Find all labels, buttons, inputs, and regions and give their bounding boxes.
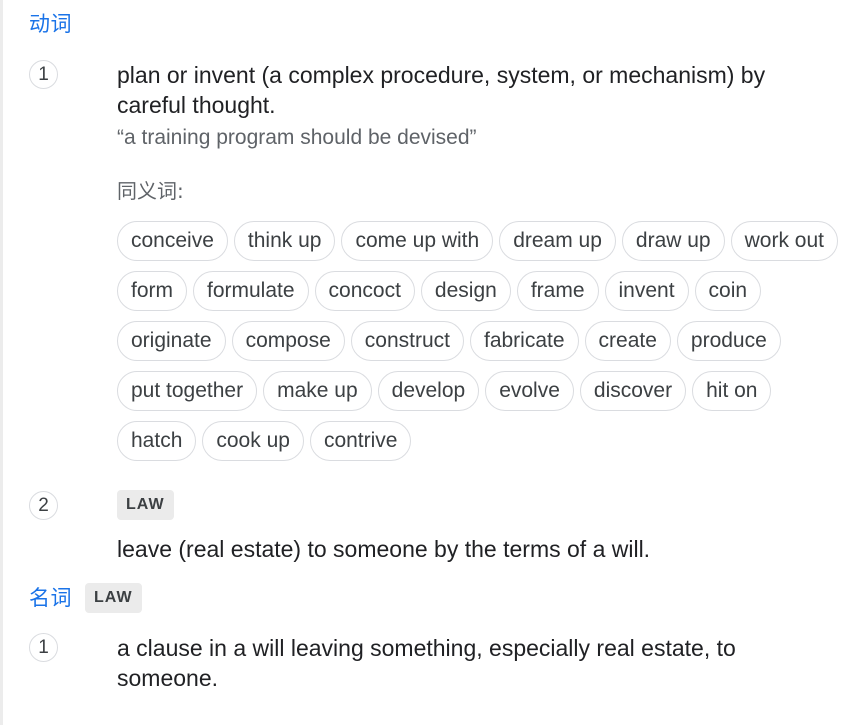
synonym-row-3: originate compose construct fabricate cr… xyxy=(117,321,787,361)
example-sentence: “a training program should be devised” xyxy=(117,126,477,149)
verb-heading: 动词 xyxy=(29,10,72,38)
law-badge-label: LAW xyxy=(117,490,174,520)
synonym-chip[interactable]: conceive xyxy=(117,221,228,261)
synonym-chip[interactable]: hatch xyxy=(117,421,197,461)
synonym-chip[interactable]: form xyxy=(117,271,187,311)
synonym-chip[interactable]: frame xyxy=(516,271,599,311)
synonym-chip[interactable]: contrive xyxy=(309,421,412,461)
noun-pos-label: 名词 xyxy=(29,586,72,610)
synonym-chip[interactable]: fabricate xyxy=(469,321,579,361)
synonym-chip[interactable]: invent xyxy=(604,271,689,311)
definition-verb-1: plan or invent (a complex procedure, sys… xyxy=(117,62,766,118)
synonym-chip[interactable]: come up with xyxy=(341,221,494,261)
synonym-chip[interactable]: formulate xyxy=(193,271,309,311)
synonym-chip[interactable]: create xyxy=(584,321,671,361)
synonym-chip[interactable]: put together xyxy=(117,371,258,411)
synonym-chip[interactable]: discover xyxy=(579,371,687,411)
synonym-row-4: put together make up develop evolve disc… xyxy=(117,371,777,411)
synonym-chip[interactable]: construct xyxy=(350,321,464,361)
left-border xyxy=(0,0,3,725)
synonym-chip[interactable]: cook up xyxy=(202,421,304,461)
synonym-chip[interactable]: design xyxy=(420,271,511,311)
sense-number-verb-2: 2 xyxy=(29,491,58,520)
synonym-chip[interactable]: produce xyxy=(676,321,781,361)
sense-number-verb-1: 1 xyxy=(29,60,58,89)
synonym-chip[interactable]: work out xyxy=(730,221,838,261)
synonym-row-5: hatch cook up contrive xyxy=(117,421,417,461)
law-badge: LAW xyxy=(117,490,174,520)
sense-number-noun-1: 1 xyxy=(29,633,58,662)
synonym-chip[interactable]: develop xyxy=(377,371,480,411)
synonym-chip[interactable]: make up xyxy=(263,371,372,411)
synonym-chip[interactable]: draw up xyxy=(621,221,725,261)
synonym-row-1: conceive think up come up with dream up … xyxy=(117,221,844,261)
definition-verb-2: leave (real estate) to someone by the te… xyxy=(117,536,651,562)
synonym-chip[interactable]: dream up xyxy=(499,221,616,261)
synonym-chip[interactable]: concoct xyxy=(314,271,415,311)
synonym-chip[interactable]: coin xyxy=(694,271,762,311)
synonym-row-2: form formulate concoct design frame inve… xyxy=(117,271,767,311)
synonyms-label: 同义词: xyxy=(117,179,184,203)
synonym-chip[interactable]: think up xyxy=(233,221,336,261)
synonym-chip[interactable]: originate xyxy=(117,321,226,361)
synonym-chip[interactable]: evolve xyxy=(485,371,574,411)
law-badge: LAW xyxy=(85,583,142,613)
synonym-chip[interactable]: compose xyxy=(231,321,345,361)
synonym-chip[interactable]: hit on xyxy=(692,371,772,411)
noun-heading: 名词 LAW xyxy=(29,583,142,613)
definition-noun-1: a clause in a will leaving something, es… xyxy=(117,635,736,691)
verb-pos-label: 动词 xyxy=(29,12,72,36)
